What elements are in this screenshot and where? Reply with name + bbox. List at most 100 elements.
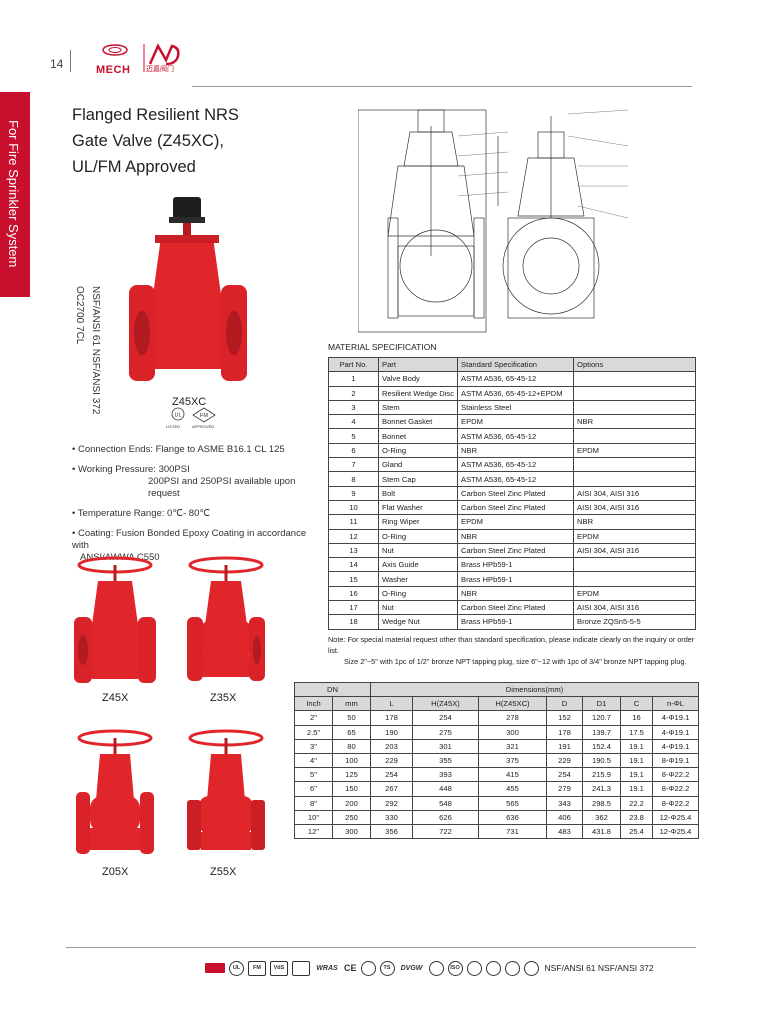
footer-cert-strip: UL FM VdS WRAS CE TS DVGW ISO NSF/ANSI 6… xyxy=(205,958,654,978)
table-cell: 415 xyxy=(478,767,547,783)
svg-text:FM: FM xyxy=(200,413,208,419)
table-cell: Gland xyxy=(377,457,459,473)
spec-coating: • Coating: Fusion Bonded Epoxy Coating i… xyxy=(72,528,307,551)
table-cell: 178 xyxy=(546,724,583,740)
table-cell: 8-Φ19.1 xyxy=(652,752,699,769)
pc-icon xyxy=(360,960,376,976)
footer-standards: NSF/ANSI 61 NSF/ANSI 372 xyxy=(544,963,654,973)
table-cell: Nut xyxy=(377,600,459,616)
table-cell: 19.1 xyxy=(620,767,653,783)
table-cell: 14 xyxy=(328,557,379,573)
table-cell: Stem Cap xyxy=(377,471,459,487)
table-cell: Brass HPb59-1 xyxy=(457,614,575,630)
table-cell: 548 xyxy=(412,795,479,811)
table-cell: O-Ring xyxy=(377,528,459,544)
header-separator xyxy=(70,50,71,72)
col-header: Part No. xyxy=(328,356,379,373)
table-cell: 5 xyxy=(328,428,379,444)
table-cell: 6" xyxy=(294,781,333,797)
table-cell: 267 xyxy=(370,781,413,797)
table-cell: 152.4 xyxy=(582,738,621,754)
table-cell: O-Ring xyxy=(377,442,459,459)
table-cell: 150 xyxy=(332,781,371,797)
material-spec-table: Part No. Part Standard Specification Opt… xyxy=(328,356,697,630)
fm-mark-label: APPROVED xyxy=(192,424,215,429)
table-cell xyxy=(573,471,697,487)
table-cell: 50 xyxy=(332,710,371,726)
fm-approved-icon: FM xyxy=(192,407,216,423)
cert-vertical-line-2: OC2700 7CL xyxy=(74,286,85,345)
table-cell: 448 xyxy=(412,781,479,797)
ts-icon: TS xyxy=(379,960,395,976)
table-cell: Carbon Steel Zinc Plated xyxy=(457,600,575,616)
table-cell: Bolt xyxy=(377,485,459,501)
table-header-row: Part No. Part Standard Specification Opt… xyxy=(328,356,697,373)
table-cell: 229 xyxy=(370,752,413,769)
table-cell: 300 xyxy=(478,724,547,740)
table-cell: 356 xyxy=(370,823,413,840)
table-cell: O-Ring xyxy=(377,585,459,602)
table-cell: 22.2 xyxy=(620,795,653,811)
table-cell: AISI 304, AISI 316 xyxy=(573,542,697,559)
table-cell: AISI 304, AISI 316 xyxy=(573,600,697,616)
table-cell: 4-Φ19.1 xyxy=(652,738,699,754)
table-cell: Washer xyxy=(377,571,459,587)
table-cell: 3 xyxy=(328,399,379,416)
side-tab-label: For Fire Sprinkler System xyxy=(6,120,21,268)
group-header-dn: DN xyxy=(294,681,371,698)
table-cell: 2 xyxy=(328,385,379,401)
table-cell: 292 xyxy=(370,795,413,811)
cross-section-drawing xyxy=(358,109,629,333)
table-cell: Stainless Steel xyxy=(457,399,575,416)
table-cell: 636 xyxy=(478,809,547,825)
table-cell: EPDM xyxy=(457,414,575,430)
page-number: 14 xyxy=(50,57,64,71)
table-cell: Stem xyxy=(377,399,459,416)
table-cell: 190.5 xyxy=(582,752,621,769)
table-cell: Bronze ZQSn5-5-5 xyxy=(573,614,697,630)
group-header-dimensions: Dimensions(mm) xyxy=(370,681,699,698)
z35x-valve-image xyxy=(187,556,265,681)
wras-icon: WRAS xyxy=(316,964,338,972)
table-cell: 12-Φ25.4 xyxy=(652,809,699,825)
table-cell: 321 xyxy=(478,738,547,754)
table-cell: Ring Wiper xyxy=(377,514,459,530)
table-cell: AISI 304, AISI 316 xyxy=(573,485,697,501)
table-cell: 2.5" xyxy=(294,724,333,740)
table-cell: 241.3 xyxy=(582,781,621,797)
table-cell: 11 xyxy=(328,514,379,530)
spec-connection: • Connection Ends: Flange to ASME B16.1 … xyxy=(72,444,285,455)
kc-icon xyxy=(466,960,482,976)
table-cell: 16 xyxy=(620,710,653,726)
col-header: H(Z45XC) xyxy=(478,696,547,712)
col-header: Part xyxy=(377,356,459,373)
table-cell: 5" xyxy=(294,767,333,783)
brand-logo xyxy=(102,43,180,72)
table-cell: 10" xyxy=(294,809,333,825)
table-cell: 393 xyxy=(412,767,479,783)
table-cell xyxy=(573,399,697,416)
material-note: Note: For special material request other… xyxy=(328,634,698,667)
table-cell: Bonnet xyxy=(377,428,459,444)
table-cell: 215.9 xyxy=(582,767,621,783)
table-cell: 17.5 xyxy=(620,724,653,740)
table-cell: 200 xyxy=(332,795,371,811)
table-cell: Resilient Wedge Disc xyxy=(377,385,459,401)
table-cell: 362 xyxy=(582,809,621,825)
table-cell: 722 xyxy=(412,823,479,840)
table-cell: 16 xyxy=(328,585,379,602)
